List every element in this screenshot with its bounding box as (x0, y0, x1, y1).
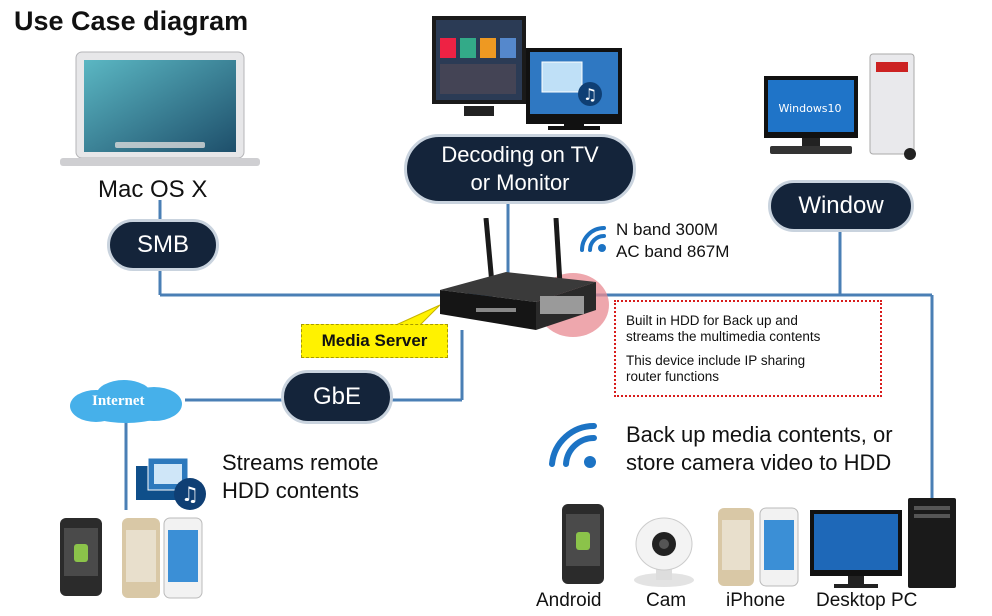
iphone-label: iPhone (726, 590, 786, 611)
tv-monitor-image: ♫ (430, 14, 630, 132)
android-phone-image (558, 502, 608, 588)
media-server-callout: Media Server (301, 324, 448, 358)
gbe-pill: GbE (281, 370, 393, 424)
mac-label: Mac OS X (98, 176, 208, 203)
svg-text:Windows10: Windows10 (778, 102, 841, 115)
backup-text-line2: store camera video to HDD (626, 450, 892, 475)
wifi-spec-line2: AC band 867M (616, 242, 730, 261)
desktop-label: Desktop PC (816, 590, 918, 611)
smb-pill: SMB (107, 219, 219, 271)
ip-camera-image (622, 508, 706, 588)
window-label: Window (798, 192, 884, 219)
hdd-note-line2: streams the multimedia contents (626, 329, 821, 344)
hdd-note-line4: router functions (626, 369, 720, 384)
stream-text-line2: HDD contents (222, 478, 359, 503)
cam-label: Cam (646, 590, 687, 611)
wifi-large-icon (546, 420, 604, 470)
macbook-image (60, 50, 260, 168)
svg-text:♫: ♫ (583, 85, 597, 104)
hdd-note-line1: Built in HDD for Back up and (626, 313, 798, 328)
decoding-line2: or Monitor (470, 170, 570, 195)
diagram-title: Use Case diagram (14, 6, 249, 36)
stream-text-line1: Streams remote (222, 450, 379, 475)
gbe-label: GbE (312, 383, 362, 410)
media-server-label: Media Server (321, 331, 428, 350)
desktop-pc-image (808, 496, 960, 590)
svg-text:♫: ♫ (181, 482, 199, 506)
windows-pc-image: Windows10 (760, 50, 920, 162)
media-stream-icon: ♫ (134, 456, 208, 512)
media-server-image (436, 217, 606, 336)
hdd-note-box (614, 300, 882, 397)
window-pill: Window (768, 180, 914, 232)
decoding-line1: Decoding on TV (441, 142, 599, 167)
android-label: Android (536, 590, 602, 611)
iphone-image (716, 506, 802, 588)
smb-label: SMB (136, 231, 189, 258)
hdd-note-line3: This device include IP sharing (626, 353, 806, 368)
internet-label: Internet (92, 393, 145, 409)
wifi-spec-line1: N band 300M (616, 220, 719, 239)
backup-text-line1: Back up media contents, or (626, 422, 893, 447)
left-phones-image (58, 514, 208, 600)
wifi-icon (576, 222, 610, 256)
internet-cloud-icon (66, 378, 186, 424)
decoding-pill: Decoding on TV or Monitor (404, 134, 636, 204)
